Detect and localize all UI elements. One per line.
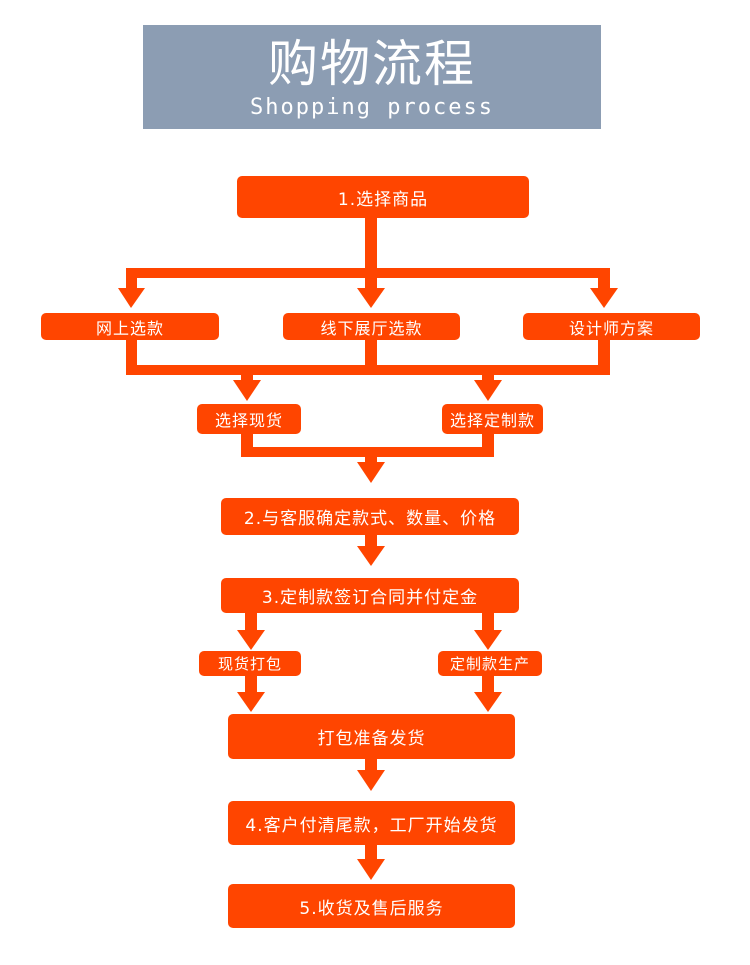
page-subtitle: Shopping process (250, 95, 494, 120)
arrow-to-step4 (357, 770, 385, 791)
node-step3: 3.定制款签订合同并付定金 (221, 578, 519, 613)
connector-drop-center (365, 268, 377, 290)
node-offline: 线下展厅选款 (283, 313, 460, 340)
arrow-to-spot-pack (237, 630, 265, 650)
connector-step2-down (365, 534, 377, 549)
connector-branch-mid (126, 365, 610, 375)
connector-step3-right (482, 612, 494, 632)
arrow-to-designer (590, 288, 618, 308)
node-pack-ship: 打包准备发货 (228, 714, 515, 759)
node-spot: 选择现货 (197, 404, 301, 434)
arrow-to-custom-prod (474, 630, 502, 650)
node-spot-pack: 现货打包 (199, 651, 301, 676)
page-title: 购物流程 (268, 35, 476, 93)
arrow-to-step5 (357, 859, 385, 880)
node-designer: 设计师方案 (523, 313, 700, 340)
arrow-to-spot (233, 380, 261, 401)
arrow-customprod-to-ship (474, 692, 502, 712)
connector-drop-spot (241, 365, 253, 383)
node-online: 网上选款 (41, 313, 219, 340)
arrow-spotpack-to-ship (237, 692, 265, 712)
connector-customprod-down (482, 675, 494, 695)
arrow-to-online (118, 288, 145, 308)
node-step5: 5.收货及售后服务 (228, 884, 515, 928)
connector-step1-down (365, 217, 377, 269)
connector-drop-right (598, 268, 610, 290)
connector-drop-custom (482, 365, 494, 383)
node-custom: 选择定制款 (442, 404, 543, 434)
arrow-to-offline (357, 288, 385, 308)
node-custom-prod: 定制款生产 (438, 651, 542, 676)
arrow-to-step3 (357, 546, 385, 566)
connector-step4-down (365, 844, 377, 862)
arrow-to-custom (474, 380, 502, 401)
arrow-to-step2 (357, 462, 385, 483)
connector-spotpack-down (245, 675, 257, 695)
connector-online-down (126, 339, 137, 375)
node-step2: 2.与客服确定款式、数量、价格 (221, 498, 519, 535)
connector-ship-down (365, 758, 377, 773)
node-step1: 1.选择商品 (237, 176, 529, 218)
connector-merge-down (365, 447, 377, 465)
title-banner: 购物流程 Shopping process (143, 25, 601, 129)
connector-drop-left (126, 268, 137, 290)
node-step4: 4.客户付清尾款，工厂开始发货 (228, 801, 515, 845)
connector-step3-left (245, 612, 257, 632)
